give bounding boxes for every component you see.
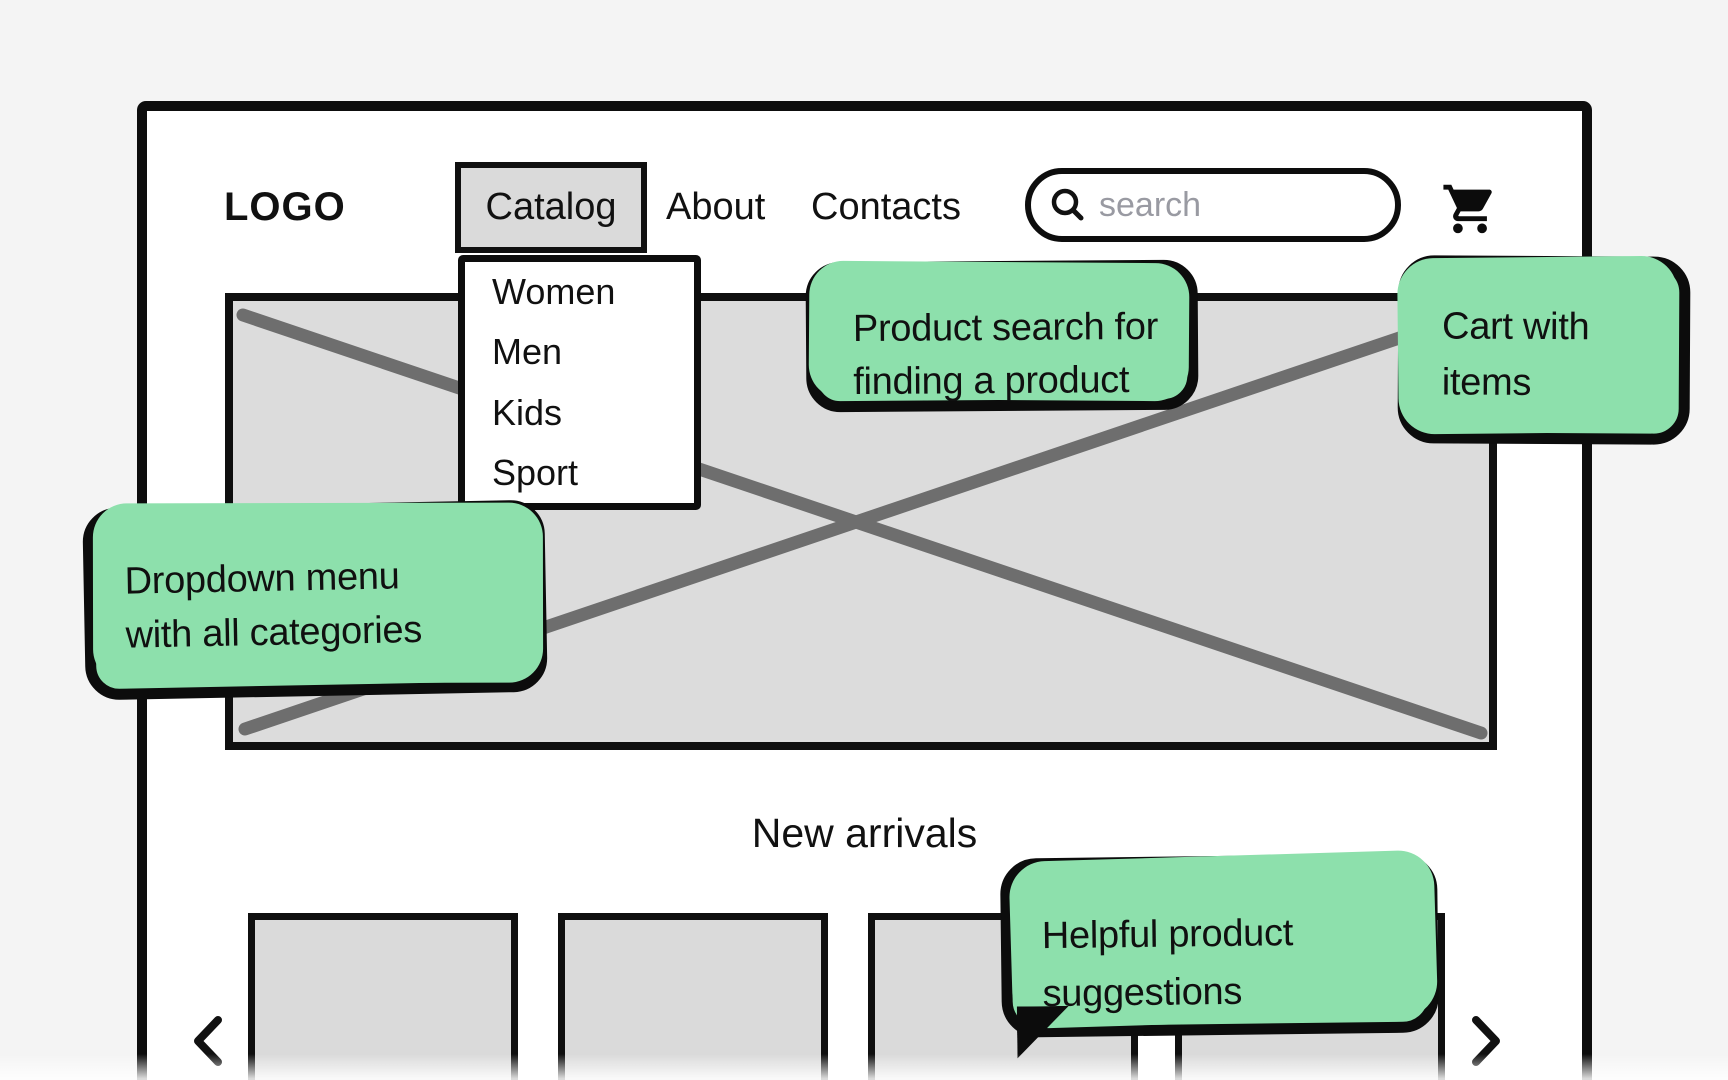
search-icon [1051,188,1084,221]
carousel-next-button[interactable] [1464,1012,1506,1075]
chevron-right-icon [1472,1016,1500,1066]
logo: LOGO [224,185,346,229]
dropdown-item-sport[interactable]: Sport [492,451,579,493]
nav-item-about[interactable]: About [666,186,766,228]
annotation-helpful-suggestions: Helpful product suggestions [999,853,1440,1038]
chevron-left-icon [194,1016,222,1066]
annotation-dropdown-menu: Dropdown menu with all categories [82,499,548,701]
nav-item-catalog[interactable]: Catalog [455,162,647,253]
annotation-line: finding a product [853,359,1130,404]
dropdown-item-kids[interactable]: Kids [492,391,563,433]
annotation-cart-with-items: Cart with items [1397,255,1691,445]
dropdown-item-men[interactable]: Men [492,331,563,373]
annotation-line: Cart with [1442,305,1590,349]
annotation-line: suggestions [1042,970,1243,1016]
annotation-line: items [1441,361,1532,404]
product-card-placeholder[interactable] [248,913,518,1080]
annotation-line: Helpful product [1041,912,1294,958]
search-bar[interactable] [1025,168,1401,242]
search-input[interactable] [1097,184,1371,226]
annotation-line: with all categories [125,608,423,657]
nav-item-catalog-label: Catalog [485,186,617,228]
dropdown-item-women[interactable]: Women [492,271,616,313]
carousel-prev-button[interactable] [188,1012,230,1075]
annotation-line: Product search for [852,305,1159,351]
product-card-placeholder[interactable] [558,913,828,1080]
new-arrivals-title: New arrivals [751,810,978,856]
annotation-product-search: Product search for finding a product [805,259,1199,413]
annotation-line: Dropdown menu [124,555,400,603]
cart-button[interactable] [1441,180,1499,243]
shopping-cart-icon [1443,184,1492,234]
catalog-dropdown-menu: Women Men Kids Sport [458,255,701,510]
nav-item-contacts[interactable]: Contacts [811,186,961,228]
